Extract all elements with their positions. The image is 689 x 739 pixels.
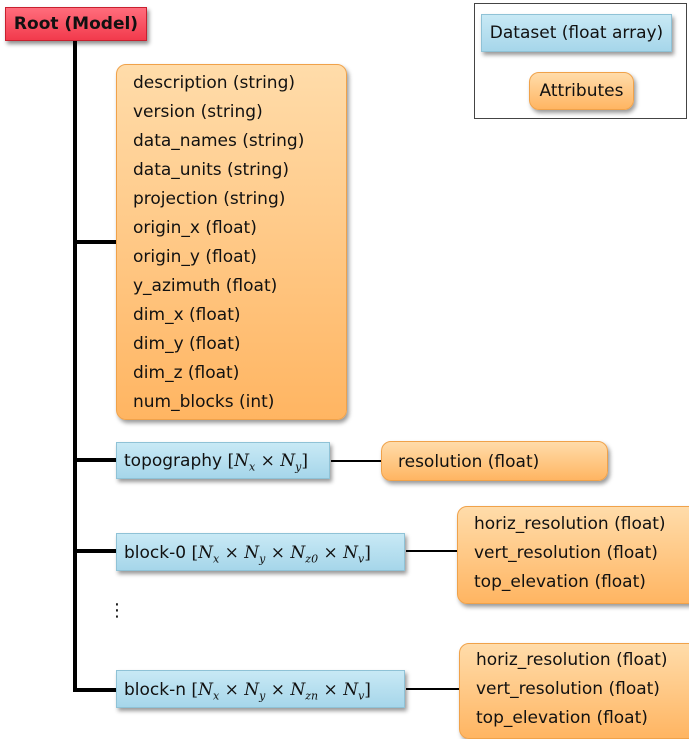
topography-shape: [Nx × Ny]	[227, 451, 309, 474]
legend-attributes-label: Attributes	[539, 81, 624, 101]
attribute-data-units: data_units (string)	[133, 160, 290, 180]
topography-name: topography	[124, 451, 223, 471]
root-model-node: Root (Model)	[5, 7, 147, 41]
block-0-attributes-box: horiz_resolution (float) vert_resolution…	[457, 506, 689, 604]
block-0-name: block-0	[124, 543, 187, 563]
connector-topography-attributes	[331, 460, 382, 462]
attribute-top-elevation: top_elevation (float)	[474, 572, 646, 592]
attribute-projection: projection (string)	[133, 189, 286, 209]
legend-attributes-swatch: Attributes	[529, 72, 634, 110]
attribute-vert-resolution: vert_resolution (float)	[474, 543, 658, 563]
ellipsis-vertical: ⋮	[108, 600, 126, 621]
attribute-dim-x: dim_x (float)	[133, 305, 241, 325]
attribute-version: version (string)	[133, 102, 263, 122]
model-attributes-box: description (string) version (string) da…	[116, 64, 347, 420]
attribute-horiz-resolution: horiz_resolution (float)	[474, 514, 666, 534]
block-0-shape: [Nx × Ny × Nz0 × Nv]	[191, 543, 371, 566]
attribute-dim-z: dim_z (float)	[133, 363, 240, 383]
attribute-num-blocks: num_blocks (int)	[133, 392, 275, 412]
attribute-origin-y: origin_y (float)	[133, 247, 257, 267]
legend-dataset-swatch: Dataset (float array)	[481, 14, 672, 52]
attribute-resolution: resolution (float)	[398, 452, 540, 472]
root-label: Root (Model)	[13, 14, 139, 34]
attribute-origin-x: origin_x (float)	[133, 218, 257, 238]
attribute-horiz-resolution: horiz_resolution (float)	[476, 650, 668, 670]
topography-attributes-box: resolution (float)	[381, 441, 608, 481]
block-n-dataset: block-n [Nx × Ny × Nzn × Nv]	[116, 670, 405, 708]
branch-model-attributes	[73, 240, 116, 244]
attribute-description: description (string)	[133, 73, 295, 93]
attribute-vert-resolution: vert_resolution (float)	[476, 679, 660, 699]
topography-dataset: topography [Nx × Ny]	[116, 442, 330, 479]
legend: Dataset (float array) Attributes	[474, 3, 687, 119]
attribute-y-azimuth: y_azimuth (float)	[133, 276, 278, 296]
block-n-attributes-box: horiz_resolution (float) vert_resolution…	[459, 643, 689, 739]
connector-block-n-attributes	[406, 688, 460, 690]
block-0-dataset: block-0 [Nx × Ny × Nz0 × Nv]	[116, 533, 405, 571]
connector-block-0-attributes	[406, 550, 458, 552]
tree-trunk	[73, 39, 77, 692]
block-n-shape: [Nx × Ny × Nzn × Nv]	[191, 680, 371, 703]
block-n-name: block-n	[124, 680, 187, 700]
branch-block-0	[73, 549, 116, 553]
attribute-dim-y: dim_y (float)	[133, 334, 241, 354]
attribute-data-names: data_names (string)	[133, 131, 305, 151]
branch-block-n	[73, 688, 116, 692]
branch-topography	[73, 458, 116, 462]
attribute-top-elevation: top_elevation (float)	[476, 708, 648, 728]
legend-dataset-label: Dataset (float array)	[489, 23, 664, 43]
